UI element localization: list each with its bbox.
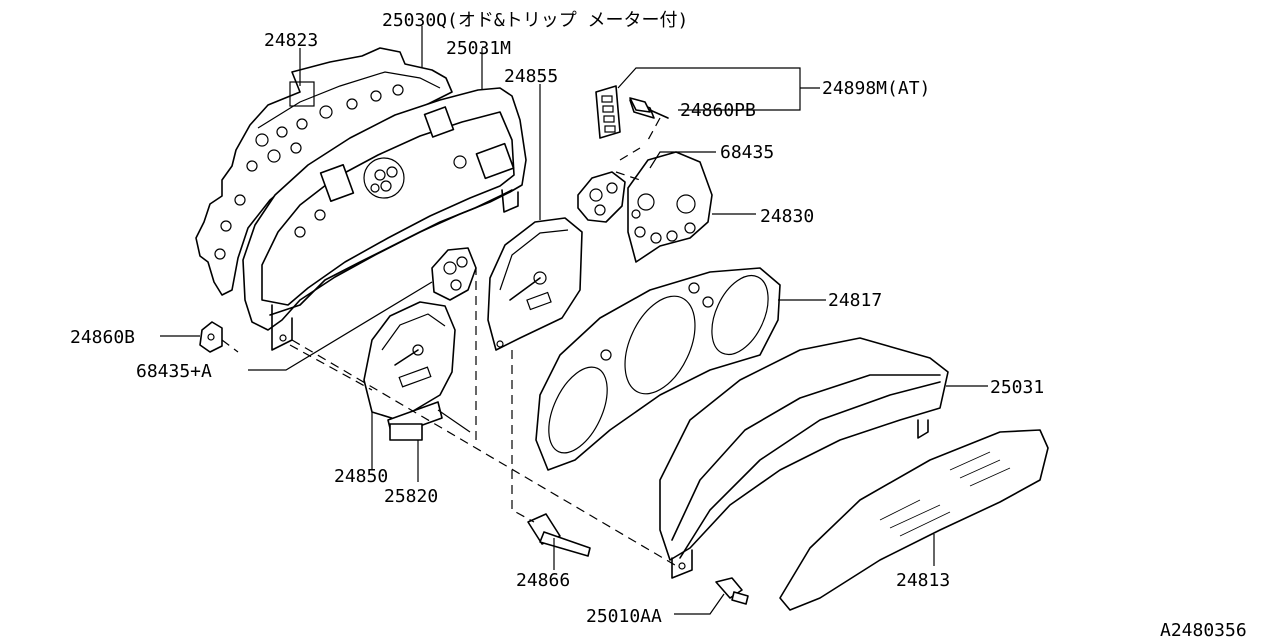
connector-25820 [389, 423, 423, 441]
callout-25030q: 25030Q(オド&トリップ メーター付) [382, 10, 688, 31]
callout-25031: 25031 [990, 377, 1044, 398]
bulb-24860pb [629, 97, 651, 113]
bulb-holder-part [595, 85, 669, 139]
callout-24850: 24850 [334, 466, 388, 487]
callout-24860pb: 24860PB [680, 100, 756, 121]
leader-lines [160, 26, 988, 615]
callout-24813: 24813 [896, 570, 950, 591]
bulb-socket-24860b [199, 321, 223, 353]
callout-25010aa: 25010AA [586, 606, 662, 627]
drawing-number: A2480356 [1160, 620, 1247, 640]
screw-25010aa [715, 577, 749, 605]
callout-24898m: 24898M(AT) [822, 78, 930, 99]
callout-24817: 24817 [828, 290, 882, 311]
callout-25031m: 25031M [446, 38, 511, 59]
callout-24830: 24830 [760, 206, 814, 227]
gauge-plate-small-a-part [431, 247, 477, 301]
callout-24860b: 24860B [70, 327, 135, 348]
assembly-dash-lines [221, 117, 681, 569]
gauge-plate-small-part [577, 171, 626, 223]
callout-25820: 25820 [384, 486, 438, 507]
cable-24866 [527, 513, 591, 557]
tachometer-part [487, 217, 583, 351]
callout-68435a: 68435+A [136, 361, 212, 382]
meter-case-part [242, 87, 527, 351]
callout-24823: 24823 [264, 30, 318, 51]
callout-68435: 68435 [720, 142, 774, 163]
callout-24866: 24866 [516, 570, 570, 591]
callout-labels: 24823 25030Q(オド&トリップ メーター付) 25031M 24855… [70, 10, 1247, 640]
dial-plate-part [535, 267, 781, 471]
callout-24855: 24855 [504, 66, 558, 87]
speedometer-part [363, 301, 471, 437]
lens-part [779, 429, 1049, 611]
fuel-temp-gauge-part [627, 151, 713, 263]
visor-part [659, 337, 949, 579]
